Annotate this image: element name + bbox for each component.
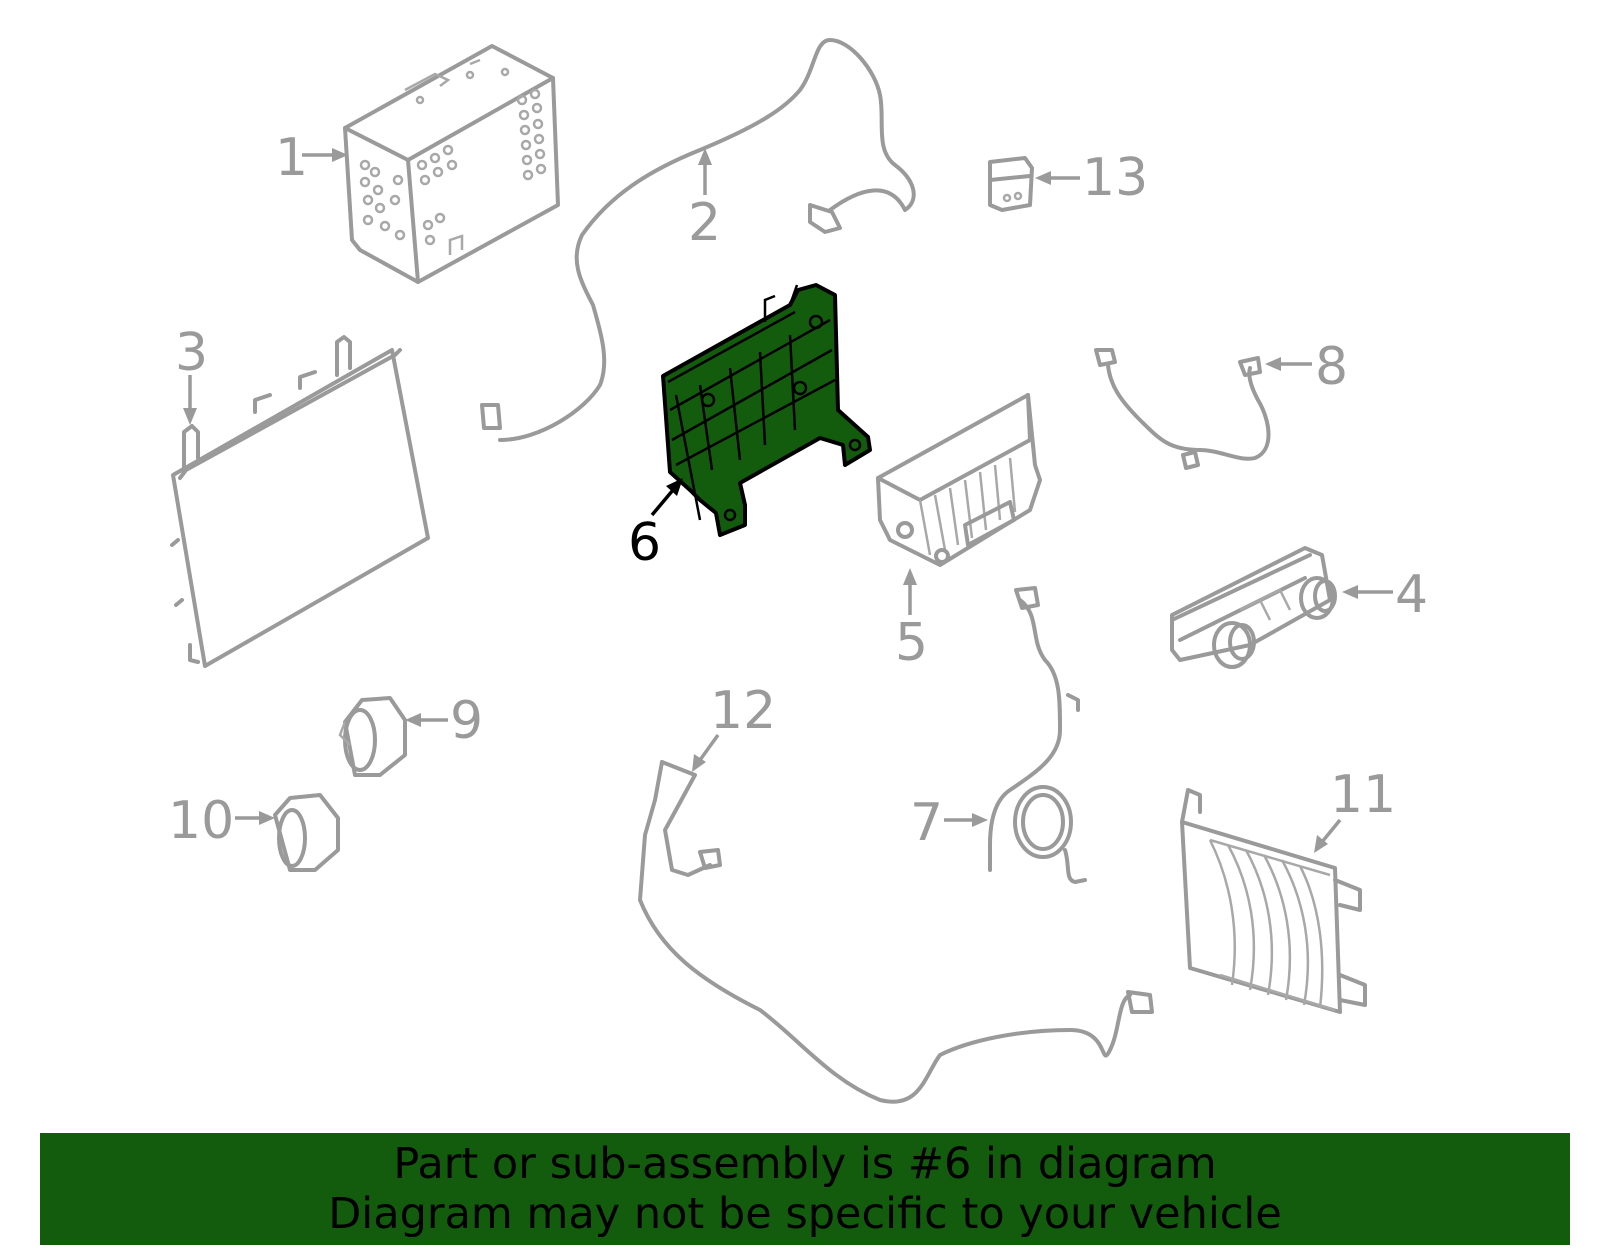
part-6-bracket[interactable]	[661, 283, 872, 537]
part-1-receiver-box[interactable]	[343, 44, 560, 284]
banner-line-part: Part or sub-assembly is #6 in diagram	[393, 1139, 1217, 1189]
callout-7: 7	[910, 793, 943, 853]
part-13-clip[interactable]	[988, 156, 1034, 212]
callout-6[interactable]: 6	[628, 513, 661, 573]
callout-8: 8	[1315, 337, 1348, 397]
part-4-control-unit[interactable]	[1170, 546, 1337, 669]
part-10-speaker[interactable]	[273, 793, 340, 872]
callout-2: 2	[688, 193, 721, 253]
part-3-display-panel[interactable]	[170, 335, 430, 668]
part-12-cable[interactable]	[638, 760, 1154, 1104]
callout-1: 1	[275, 128, 308, 188]
part-5-amplifier-module[interactable]	[876, 393, 1042, 567]
callout-12: 12	[710, 681, 776, 741]
leader-arrows	[183, 148, 1393, 853]
callout-11: 11	[1330, 765, 1396, 825]
part-11-amplifier[interactable]	[1180, 788, 1367, 1014]
part-9-speaker[interactable]	[338, 696, 407, 777]
part-2-wire-harness[interactable]	[480, 38, 916, 442]
callout-13: 13	[1082, 148, 1148, 208]
part-8-wire-harness[interactable]	[1094, 348, 1271, 470]
callout-9: 9	[450, 691, 483, 751]
callout-labels: 1 2 3 4 5 6 7 8 9 10 11 12 13	[168, 128, 1428, 853]
callout-3: 3	[175, 323, 208, 383]
banner-line-disclaimer: Diagram may not be specific to your vehi…	[328, 1189, 1282, 1239]
callout-10: 10	[168, 791, 234, 851]
callout-4: 4	[1395, 565, 1428, 625]
callout-5: 5	[895, 613, 928, 673]
info-banner: Part or sub-assembly is #6 in diagram Di…	[40, 1133, 1570, 1245]
part-7-antenna-ring[interactable]	[988, 586, 1087, 884]
